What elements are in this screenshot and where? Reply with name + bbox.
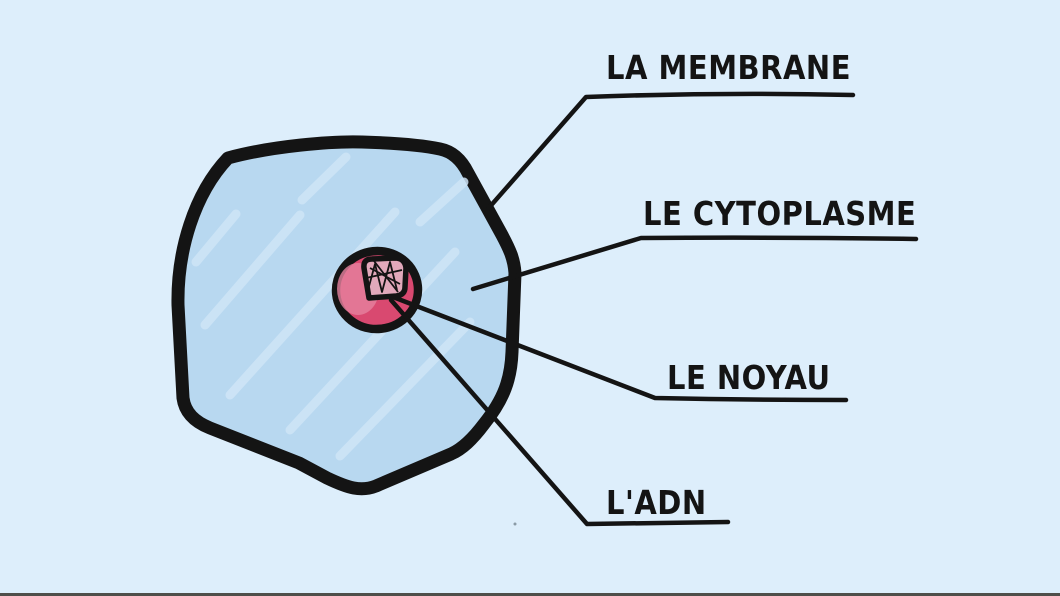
label-adn: L'ADN <box>606 483 707 523</box>
frame-bottom-edge <box>0 593 1060 596</box>
label-cytoplasme: LE CYTOPLASME <box>643 194 917 234</box>
dna-scribble <box>365 260 403 293</box>
dna-wedge <box>361 255 409 301</box>
label-membrane: LA MEMBRANE <box>606 48 852 88</box>
cytoplasm-texture-streaks <box>191 152 475 461</box>
leader-line-adn <box>388 297 731 527</box>
ink-speck <box>513 522 517 526</box>
leader-line-cytoplasme <box>470 235 919 292</box>
leader-line-membrane <box>484 91 856 213</box>
leader-line-noyau <box>390 294 849 403</box>
label-noyau: LE NOYAU <box>667 358 831 398</box>
